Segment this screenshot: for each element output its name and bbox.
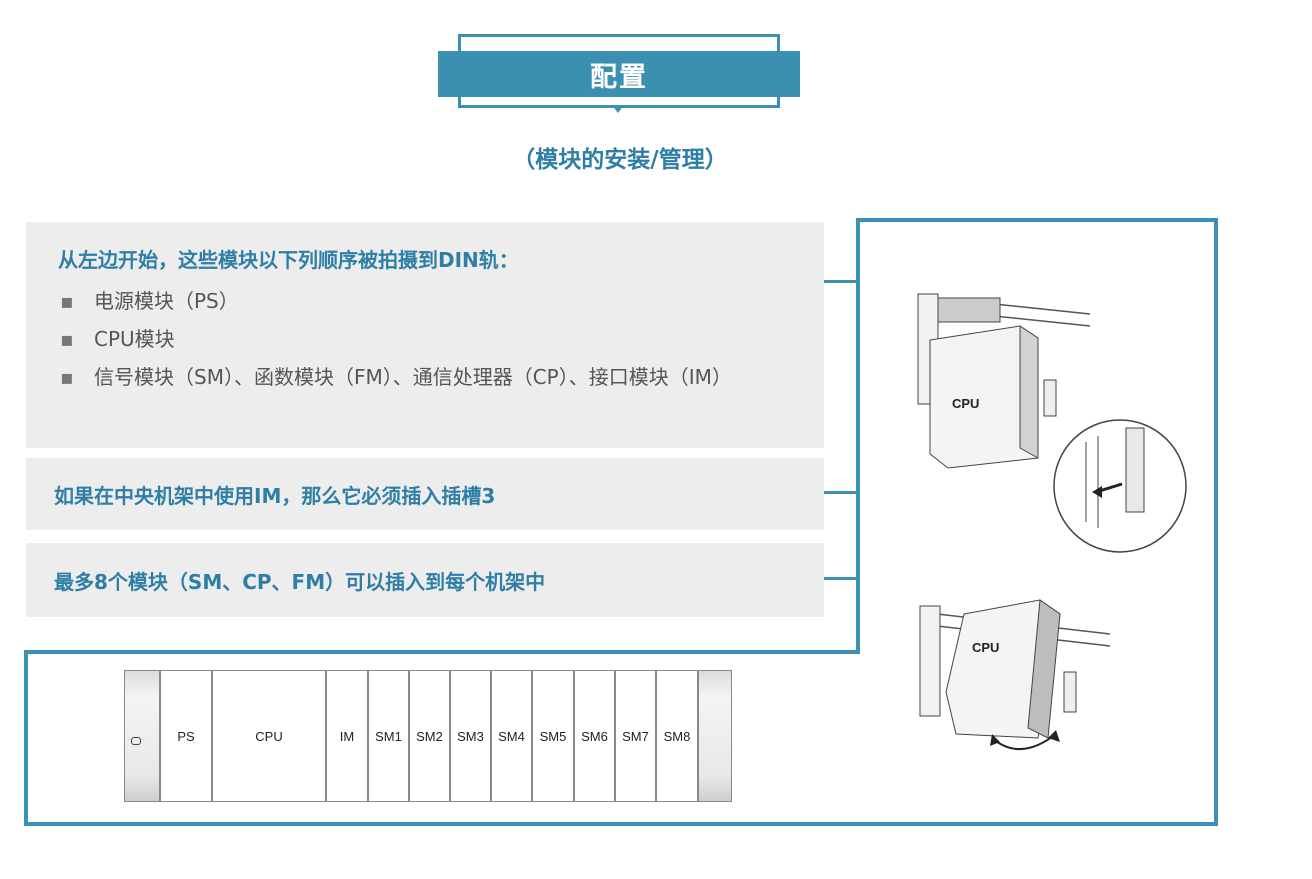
- cpu-label-top: CPU: [952, 396, 979, 411]
- rack-slot-sm1: SM1: [368, 670, 409, 802]
- rack-slot-sm7: SM7: [615, 670, 656, 802]
- rack-slot-cpu: CPU: [212, 670, 326, 802]
- rack-slot-sm6: SM6: [574, 670, 615, 802]
- connector-line: [824, 491, 858, 494]
- im-slot-panel: 如果在中央机架中使用IM，那么它必须插入插槽3: [26, 458, 824, 530]
- page-title: 配置: [438, 51, 800, 97]
- cpu-mount-top: CPU: [917, 293, 1187, 553]
- module-order-heading: 从左边开始，这些模块以下列顺序被拍摄到DIN轨：: [58, 248, 519, 272]
- cpu-mount-bottom: CPU: [919, 599, 1111, 751]
- rack-end-left: [124, 670, 160, 802]
- rack-slot-im: IM: [326, 670, 368, 802]
- module-install-illustration: CPU CPU: [917, 293, 1187, 751]
- rack-diagram: PS CPU IM SM1 SM2 SM3 SM4 SM5 SM6 SM7 SM…: [124, 670, 732, 804]
- rack-slot-ps: PS: [160, 670, 212, 802]
- max-modules-panel: 最多8个模块（SM、CP、FM）可以插入到每个机架中: [26, 543, 824, 617]
- rack-slot-sm5: SM5: [532, 670, 574, 802]
- rack-slot-sm8: SM8: [656, 670, 698, 802]
- connector-line: [824, 577, 858, 580]
- module-order-list: ▪电源模块（PS） ▪CPU模块 ▪信号模块（SM）、函数模块（FM）、通信处理…: [58, 287, 824, 391]
- title-pointer: [612, 105, 624, 113]
- connector-line: [824, 280, 858, 283]
- max-modules-text: 最多8个模块（SM、CP、FM）可以插入到每个机架中: [54, 569, 546, 594]
- list-item: ▪信号模块（SM）、函数模块（FM）、通信处理器（CP）、接口模块（IM）: [60, 365, 732, 389]
- rack-slot-sm4: SM4: [491, 670, 532, 802]
- rack-end-right: [698, 670, 732, 802]
- page-subtitle: （模块的安装/管理）: [512, 147, 728, 173]
- rack-slot-sm2: SM2: [409, 670, 450, 802]
- rack-slot-sm3: SM3: [450, 670, 491, 802]
- illustration-frame: CPU CPU: [856, 218, 1218, 826]
- module-order-panel: 从左边开始，这些模块以下列顺序被拍摄到DIN轨： ▪电源模块（PS） ▪CPU模…: [26, 222, 824, 448]
- cpu-label-bottom: CPU: [972, 640, 999, 655]
- list-item: ▪电源模块（PS）: [60, 289, 239, 313]
- rack-screw-icon: [131, 737, 141, 745]
- list-item: ▪CPU模块: [60, 327, 175, 351]
- im-slot-text: 如果在中央机架中使用IM，那么它必须插入插槽3: [54, 483, 496, 508]
